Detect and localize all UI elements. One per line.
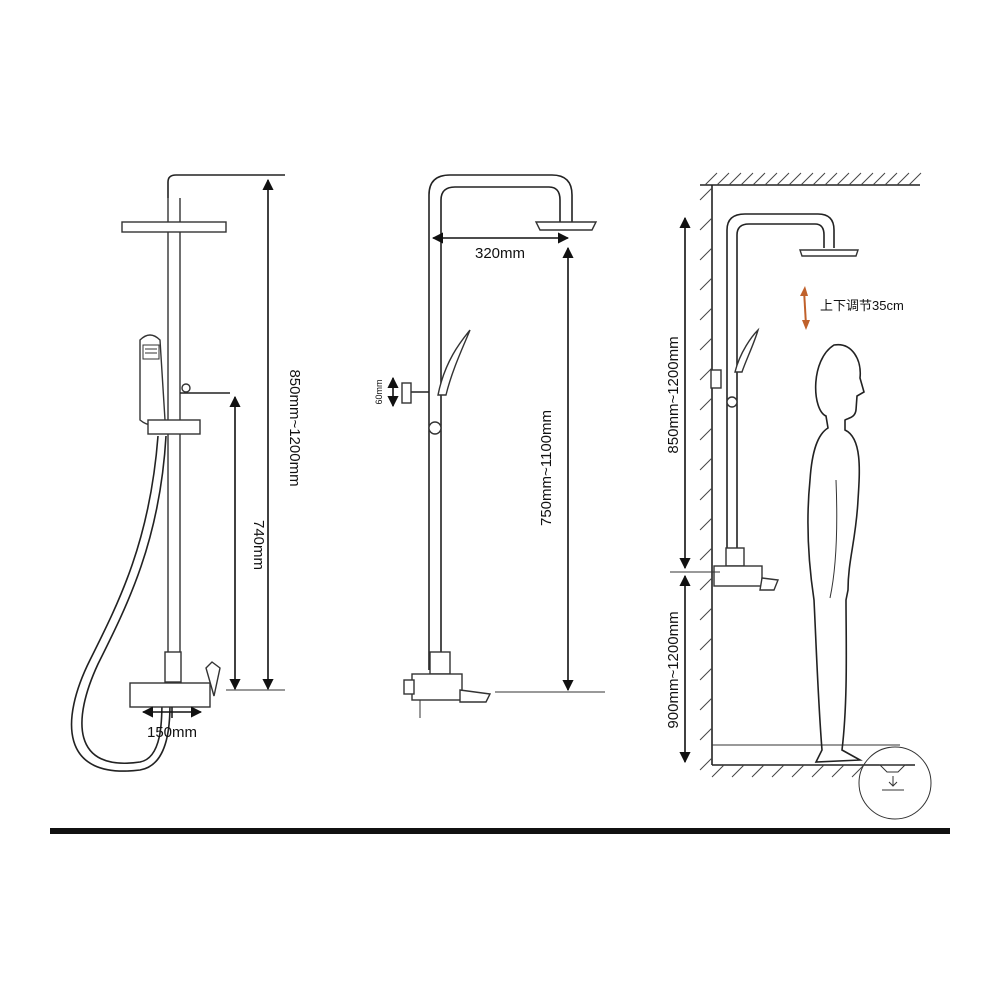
panel-left-shower-column: 850mm~1200mm 740mm 150mm [70, 174, 303, 772]
adjust-label: 上下调节35cm [820, 298, 904, 313]
ceiling-hatch [704, 172, 922, 186]
panel-middle-shower-side-view: 320mm 750mm~1100mm 60mm [374, 174, 605, 718]
floor-drain-icon [878, 764, 907, 773]
upper-height-label: 850mm~1200mm [665, 336, 682, 453]
overhead-shower-head-right [799, 249, 859, 257]
floor-drain-circle [858, 746, 932, 820]
bottom-rule [50, 828, 950, 834]
panel-right-installation-view: 上下调节35cm 850mm~1200mm 900mm~1200mm [665, 172, 932, 820]
height-label: 750mm~1100mm [538, 410, 555, 526]
wall-hatch [699, 187, 713, 771]
column-top-cap [167, 174, 285, 198]
total-height-label: 850mm~1200mm [286, 369, 303, 486]
riser-arm-outer [428, 174, 573, 670]
arm-reach-label: 320mm [475, 245, 525, 262]
hand-shower-holder [401, 382, 412, 404]
mixer-valve [129, 682, 211, 708]
riser-arm-outer-right [726, 213, 835, 580]
hand-shower-nozzle [142, 344, 160, 360]
overhead-shower-head [534, 221, 598, 231]
mixer-height-label: 740mm [250, 520, 267, 570]
overhead-shower-head [121, 221, 227, 233]
hand-shower-right [734, 327, 760, 373]
lower-height-label: 900mm~1200mm [665, 611, 682, 728]
mixer-width-label: 150mm [147, 724, 197, 741]
hand-shower-side [437, 329, 471, 396]
mixer-valve-right [713, 565, 763, 587]
mixer-lever [205, 661, 221, 697]
slider-bracket [147, 419, 201, 435]
slider-knob [428, 421, 442, 435]
mixer-valve-side [411, 673, 463, 701]
shower-hose [70, 435, 171, 772]
human-figure [807, 344, 865, 763]
holder-offset-label: 60mm [374, 379, 384, 404]
floor-hatch [711, 764, 865, 778]
riser-arm-inner [440, 186, 561, 670]
tub-spout [459, 689, 492, 703]
